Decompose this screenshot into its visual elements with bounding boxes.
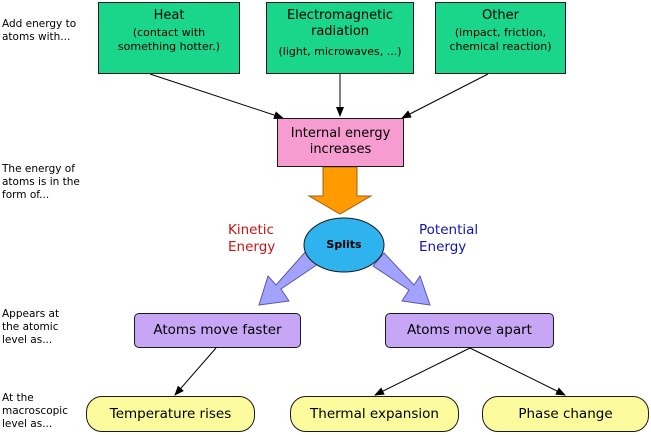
- arrow-faster-to-temp: [174, 347, 217, 396]
- splits-label: Splits: [326, 238, 362, 251]
- heat-box: Heat (contact with something hotter.): [98, 2, 240, 74]
- arrow-other-to-internal: [401, 73, 489, 119]
- arrow-apart-to-phase: [469, 347, 566, 396]
- phase-change-box: Phase change: [482, 396, 649, 432]
- em-radiation-box: Electromagnetic radiation (light, microw…: [266, 2, 414, 74]
- temperature-rises-box: Temperature rises: [86, 396, 255, 432]
- potential-blue-arrow: [372, 252, 431, 306]
- arrow-apart-to-thermal: [374, 347, 471, 396]
- other-box: Other (impact, friction, chemical reacti…: [435, 2, 566, 74]
- atoms-move-apart-box: Atoms move apart: [385, 313, 554, 348]
- atoms-move-faster-box: Atoms move faster: [134, 313, 301, 348]
- arrow-heat-to-internal: [149, 73, 284, 119]
- heat-title: Heat: [153, 8, 185, 23]
- orange-down-arrow: [307, 166, 373, 215]
- kinetic-blue-arrow: [258, 249, 319, 306]
- internal-energy-box: Internal energy increases: [277, 118, 404, 167]
- thermal-expansion-box: Thermal expansion: [290, 396, 459, 432]
- splits-ellipse: [303, 217, 385, 273]
